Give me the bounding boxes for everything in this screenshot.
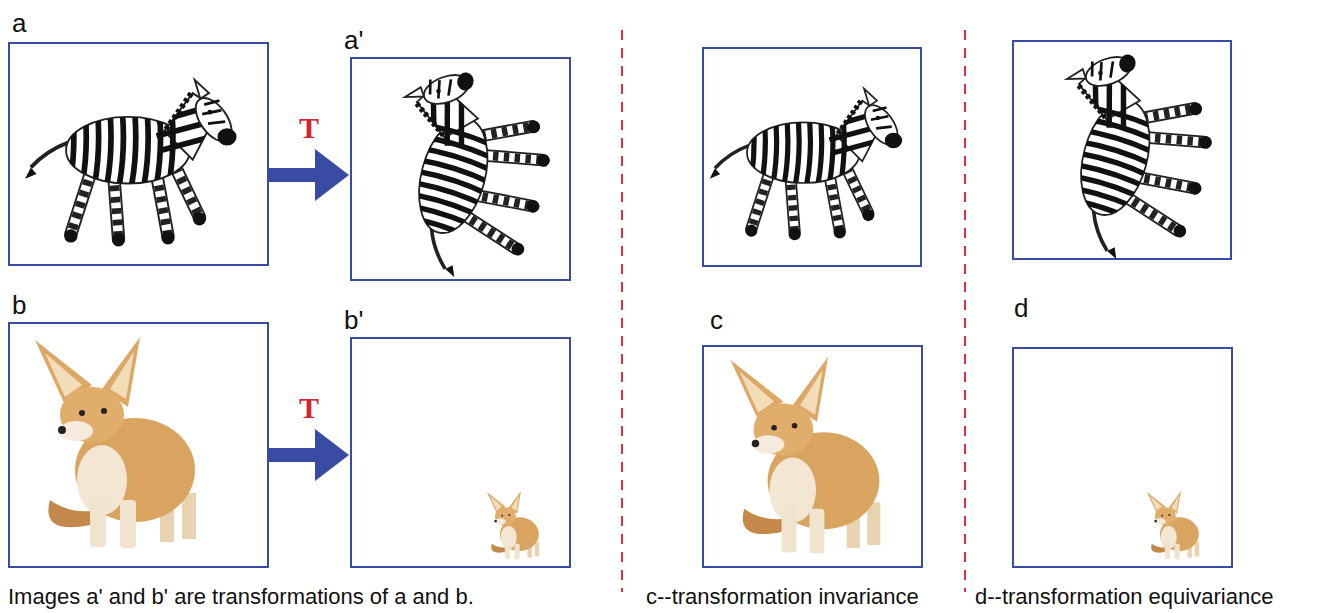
panel-letter: b' (344, 307, 363, 333)
caption-text: d--transformation equivariance (975, 585, 1273, 609)
arrow-head (315, 149, 349, 201)
picture-box: d (1012, 347, 1233, 568)
zebra-picture (25, 80, 239, 247)
caption-text: c--transformation invariance (646, 585, 919, 609)
transform-arrow (269, 429, 349, 481)
picture-box: c (702, 345, 923, 568)
picture-frame (703, 48, 921, 266)
panel-letter: d (1014, 295, 1028, 321)
transform-symbol: T (299, 393, 319, 423)
rotated-zebra (363, 57, 568, 294)
small-fox-picture (1147, 491, 1199, 560)
panel-letter: a' (344, 27, 363, 53)
panel-letter: a (12, 10, 26, 36)
caption-text: Images a' and b' are transformations of … (8, 585, 474, 609)
picture-box: a (8, 42, 269, 266)
small-fox-picture (487, 491, 539, 560)
transform-symbol: T (299, 113, 319, 143)
arrow-shaft (269, 448, 317, 462)
panel-letter: c (710, 307, 723, 333)
arrow-shaft (269, 168, 317, 182)
picture-box: b (8, 322, 269, 568)
panel-letter: b (12, 292, 26, 318)
zebra-picture (363, 57, 568, 294)
arrow-head (315, 429, 349, 481)
divider-line (964, 30, 966, 592)
zebra-picture (1025, 39, 1230, 276)
rotated-zebra (1025, 39, 1230, 276)
divider-line (621, 30, 623, 592)
zebra-picture (710, 89, 904, 241)
picture-box: b' (350, 337, 571, 568)
fox-picture (35, 337, 196, 548)
picture-box: a' (350, 57, 571, 281)
fox-picture (730, 357, 880, 554)
transform-arrow (269, 149, 349, 201)
